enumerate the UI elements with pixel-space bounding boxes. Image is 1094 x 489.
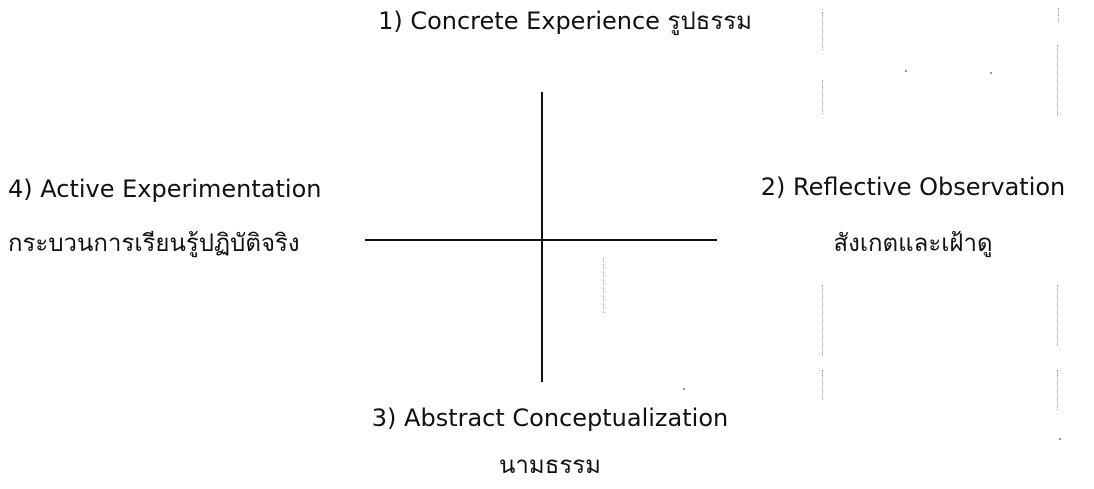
scan-noise xyxy=(822,285,823,355)
scan-noise xyxy=(822,12,823,50)
stage-2-reflective-observation: 2) Reflective Observation xyxy=(760,173,1066,201)
scan-noise xyxy=(1058,8,1059,22)
scan-noise xyxy=(1057,45,1058,115)
stage-4-active-experimentation: 4) Active Experimentation xyxy=(8,175,322,203)
stage-2-thai-label: สังเกตและเฝ้าดู xyxy=(833,229,993,257)
stage-3-thai-label: นามธรรม xyxy=(499,451,601,479)
scan-noise xyxy=(822,80,823,114)
scan-noise xyxy=(822,370,823,400)
scan-noise xyxy=(1057,285,1058,345)
scan-noise xyxy=(603,258,604,313)
stage-1-concrete-experience: 1) Concrete Experience รูปธรรม xyxy=(378,7,752,35)
vertical-axis xyxy=(541,92,543,382)
stage-3-abstract-conceptualization: 3) Abstract Conceptualization xyxy=(371,404,729,432)
scan-noise xyxy=(1057,370,1058,410)
scan-noise xyxy=(990,72,992,74)
horizontal-axis xyxy=(365,239,717,241)
stage-4-thai-label: กระบวนการเรียนรู้ปฏิบัติจริง xyxy=(8,229,300,257)
scan-noise xyxy=(1059,438,1061,440)
scan-noise xyxy=(683,388,685,390)
scan-noise xyxy=(905,70,907,72)
